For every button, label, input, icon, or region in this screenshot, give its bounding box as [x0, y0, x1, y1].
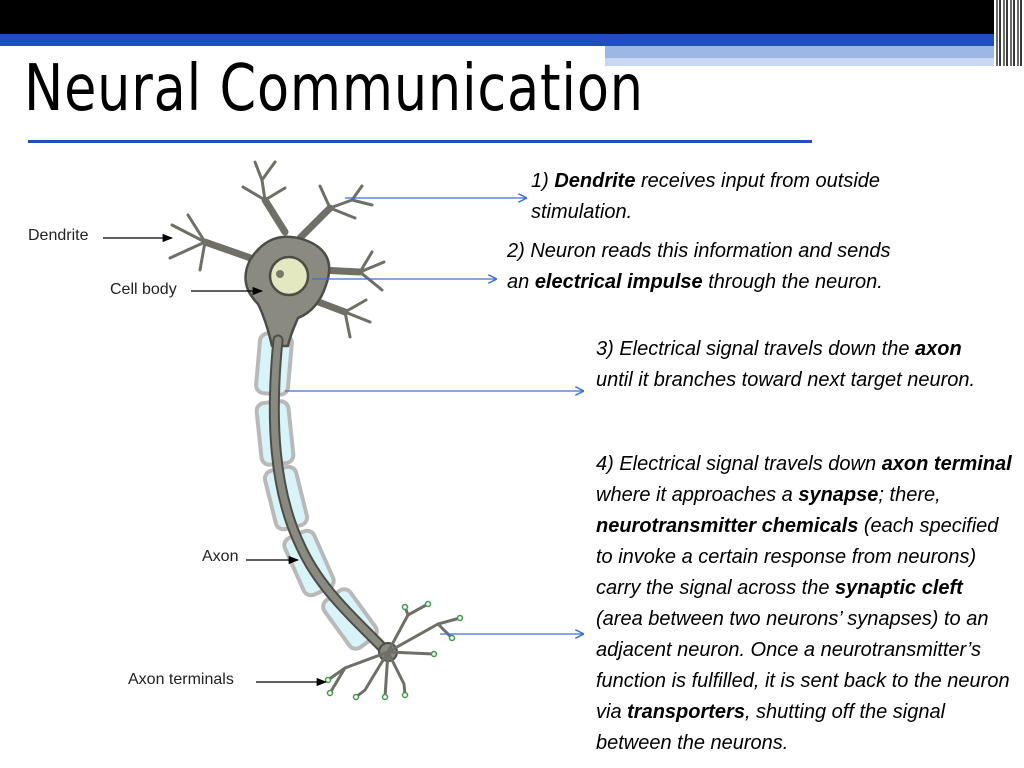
slide-accent-band-light: [605, 46, 1024, 58]
page-title: Neural Communication: [24, 52, 644, 126]
note-4-bold-neurotransmitter-chemicals: neurotransmitter chemicals: [596, 515, 859, 537]
note-3: 3) Electrical signal travels down the ax…: [596, 334, 996, 396]
note-1: 1) Dendrite receives input from outside …: [531, 166, 911, 228]
neuron-diagram: [103, 160, 600, 701]
cell-nucleus: [268, 255, 310, 297]
note-3-text-b: until it branches toward next target neu…: [596, 369, 976, 391]
note-4-text-c: ; there,: [878, 484, 941, 506]
callout-arrows: [285, 198, 583, 634]
note-4-bold-transporters: transporters: [627, 701, 745, 723]
axon-terminal-branches: [326, 602, 462, 699]
note-1-number: 1): [531, 170, 555, 192]
label-arrows: [103, 233, 328, 687]
axon-terminal-knobs: [324, 600, 464, 701]
note-4-bold-synaptic-cleft: synaptic cleft: [835, 577, 963, 599]
note-4-text-b: where it approaches a: [596, 484, 799, 506]
label-dendrite: Dendrite: [28, 227, 89, 244]
note-4-text-f: , shutting off the signal between the ne…: [596, 701, 946, 754]
slide-accent-band-lighter: [605, 58, 1024, 66]
slide-top-bar: [0, 0, 1024, 34]
label-cell-body: Cell body: [110, 281, 177, 298]
note-1-text: receives input from outside stimulation.: [531, 170, 881, 223]
note-4: 4) Electrical signal travels down axon t…: [596, 449, 1012, 759]
note-4-text-a: 4) Electrical signal travels down: [596, 453, 882, 475]
note-2: 2) Neuron reads this information and sen…: [507, 236, 902, 298]
note-3-bold-axon: axon: [915, 338, 962, 360]
note-2-bold-electrical-impulse: electrical impulse: [534, 271, 703, 293]
note-4-text-e: (area between two neurons’ synapses) to …: [596, 608, 1010, 723]
label-axon-terminals: Axon terminals: [128, 671, 234, 688]
note-2-text-a: 2) Neuron reads this information and sen…: [507, 240, 891, 293]
title-underline: [28, 140, 812, 143]
note-3-text-a: 3) Electrical signal travels down the: [596, 338, 916, 360]
note-4-text-d: (each specified to invoke a certain resp…: [596, 515, 999, 599]
note-2-text-b: through the neuron.: [702, 271, 883, 293]
label-axon: Axon: [202, 548, 239, 565]
slide-accent-band: [0, 34, 1024, 46]
slide-corner-stripes: [994, 0, 1024, 66]
note-4-bold-axon-terminal: axon terminal: [881, 453, 1012, 475]
note-4-bold-synapse: synapse: [798, 484, 879, 506]
note-1-bold-dendrite: Dendrite: [554, 170, 636, 192]
